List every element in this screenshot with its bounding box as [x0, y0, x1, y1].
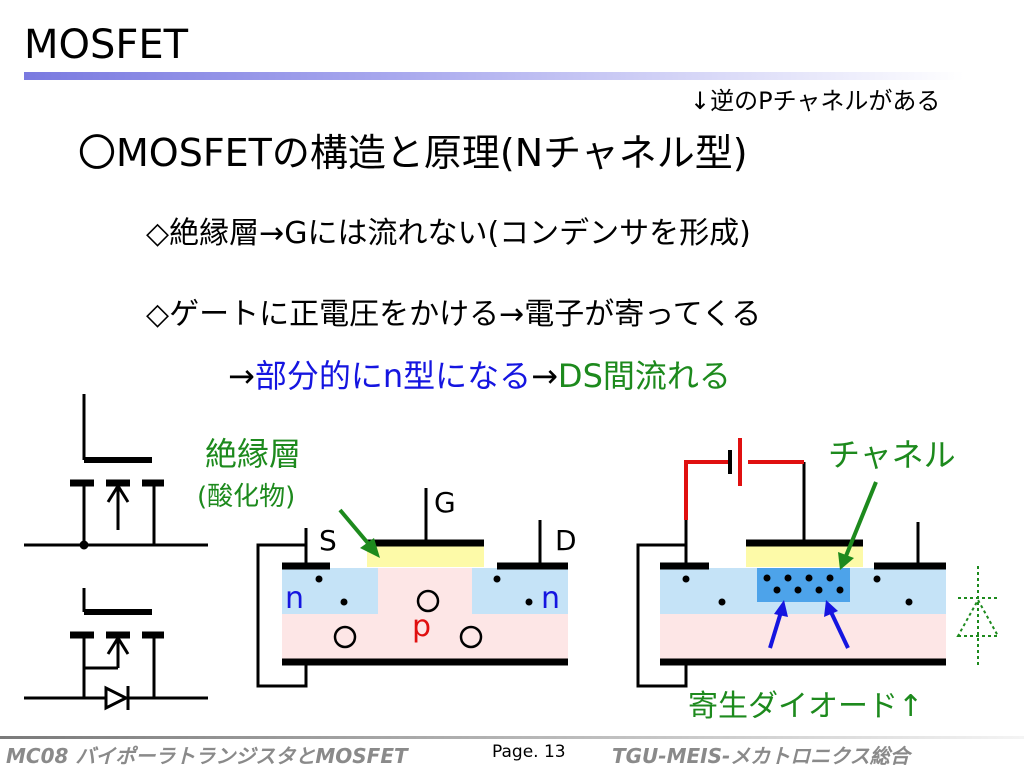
parasitic-diode-label: 寄生ダイオード↑: [688, 689, 923, 724]
bullet-result-n-type: 部分的にn型になる: [254, 357, 532, 395]
mosfet-symbol-top: [24, 394, 208, 550]
bullet-result-arrow: →: [228, 357, 255, 395]
slide-title: MOSFET: [24, 22, 189, 68]
title-underline: [24, 72, 964, 80]
bullet-gate-voltage: ◇ゲートに正電圧をかける→電子が寄ってくる: [146, 297, 762, 332]
cross-section-right: [636, 438, 1000, 688]
section-heading: 〇MOSFETの構造と原理(Nチャネル型): [78, 131, 748, 175]
cross-section-left: [256, 488, 568, 688]
footer: MC08 バイポーラトランジスタとMOSFET Page. 13 TGU-MEI…: [0, 738, 1024, 768]
footer-organization: TGU-MEIS-メカトロニクス総合: [612, 744, 910, 768]
insulator-label: 絶縁層: [205, 435, 301, 473]
bullet-insulator: ◇絶縁層→Gには流れない(コンデンサを形成): [146, 216, 751, 251]
footer-rule: [0, 736, 1024, 739]
footer-course-title: MC08 バイポーラトランジスタとMOSFET: [6, 744, 408, 768]
n-region-right-label: n: [541, 581, 560, 616]
footer-page-number: Page. 13: [492, 742, 566, 762]
gate-label: G: [434, 486, 456, 519]
bullet-result-arrow2: →: [531, 357, 558, 395]
channel-label: チャネル: [828, 436, 956, 474]
p-region-label: p: [412, 609, 431, 644]
drain-label: D: [555, 524, 577, 557]
bullet-result: →部分的にn型になる→DS間流れる: [228, 354, 731, 398]
bullet-result-ds-flow: DS間流れる: [557, 357, 731, 395]
note-text: ↓逆のPチャネルがある: [690, 87, 941, 115]
n-region-left-label: n: [285, 581, 304, 616]
oxide-label: (酸化物): [197, 482, 295, 512]
source-label: S: [319, 524, 337, 557]
mosfet-symbol-bottom: [24, 588, 208, 711]
